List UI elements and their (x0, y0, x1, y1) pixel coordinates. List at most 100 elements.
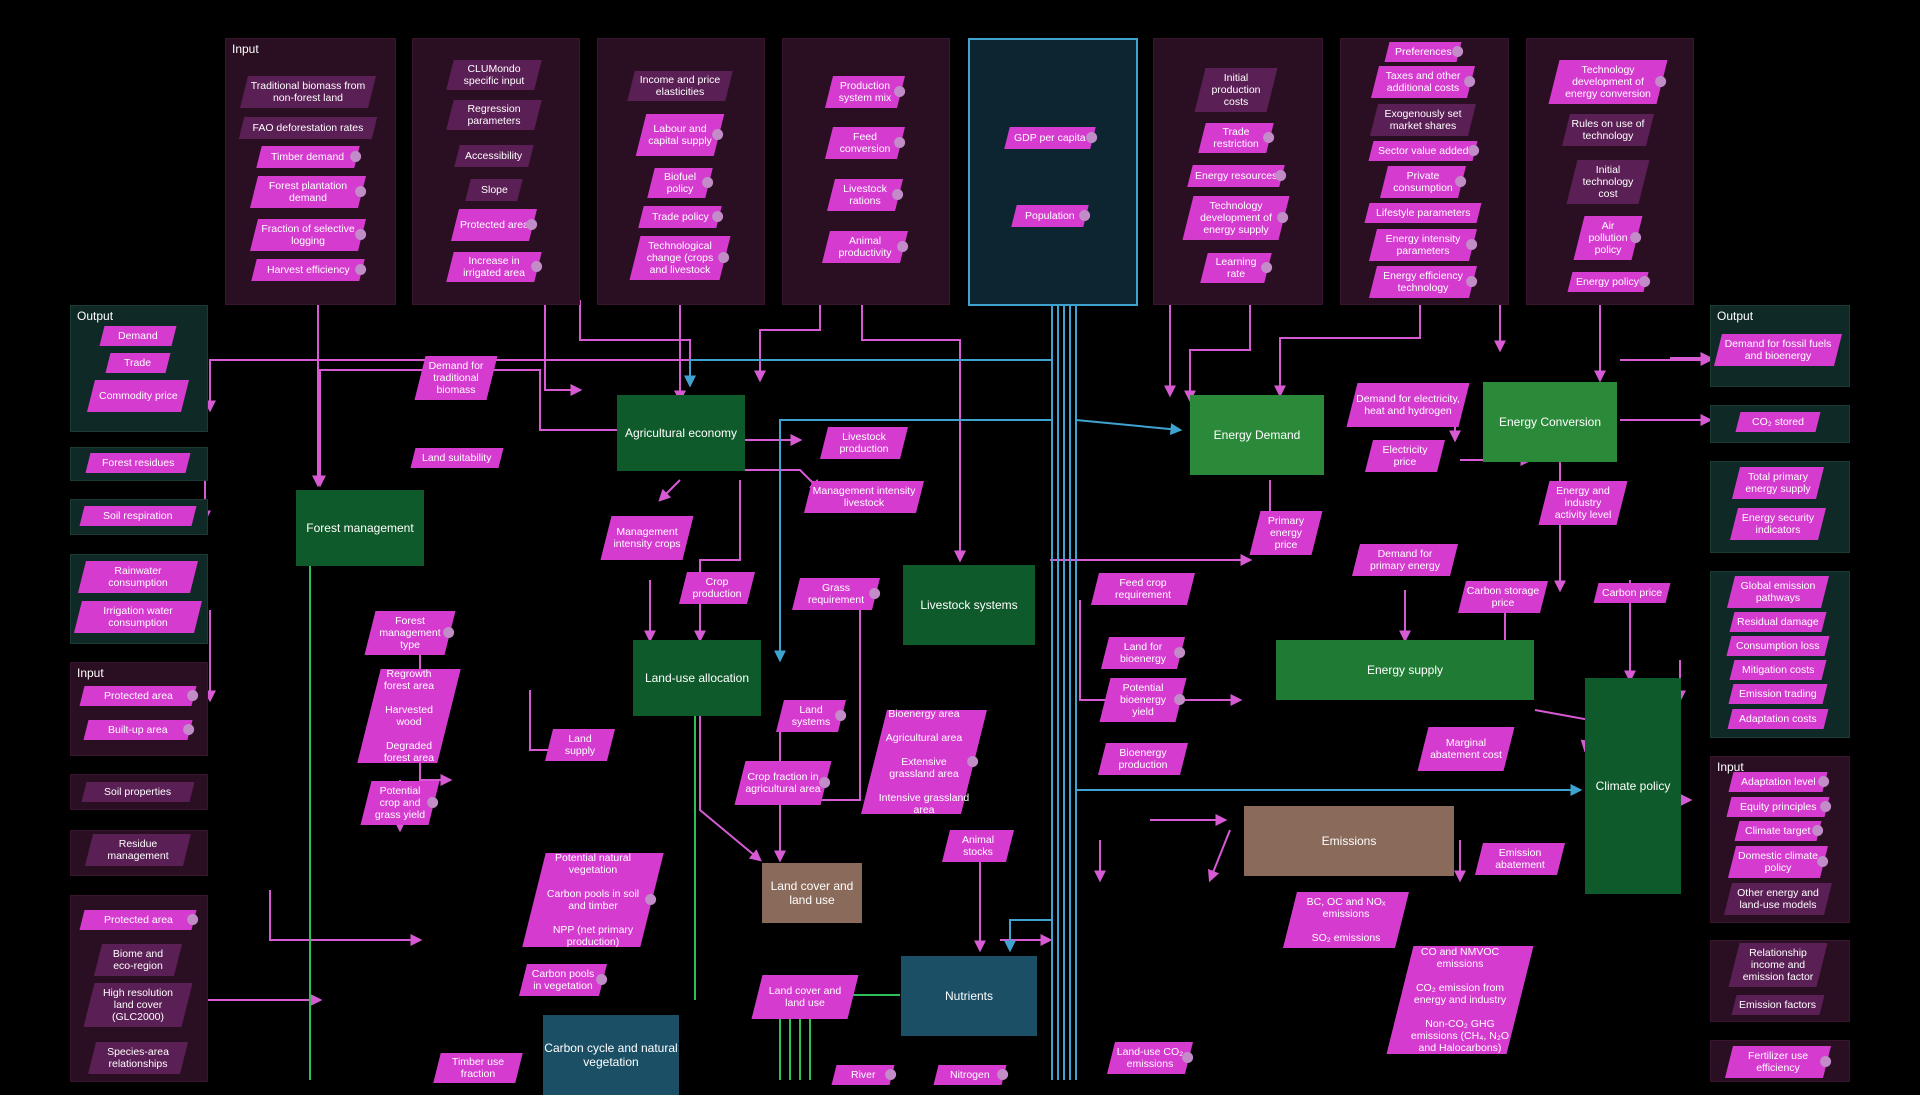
flow-crop-fraction: Crop fraction in agricultural area (734, 761, 832, 805)
input-fertilizer-efficiency: Fertilizer use efficiency (1725, 1046, 1832, 1078)
flow-land-supply: Land supply (545, 729, 615, 761)
flow-co2-energy-industry: CO₂ emission from energy and industry (1413, 982, 1507, 1006)
param-gdp-per-capita: GDP per capita (1004, 127, 1098, 149)
document-icon (1820, 801, 1832, 812)
output-panel-co2-stored (1710, 405, 1850, 443)
param-initial-tech-cost: Initial technology cost (1566, 160, 1650, 204)
building-icon (183, 724, 195, 735)
param-learning-rate: Learning rate (1200, 253, 1273, 283)
param-selective-logging: Fraction of selective logging (250, 219, 367, 251)
model-energy-supply: Energy supply (1276, 640, 1534, 700)
flow-potential-crop-yield: Potential crop and grass yield (360, 781, 440, 825)
input-protected-area-2: Protected area (79, 910, 199, 930)
flow-land-suitability: Land suitability (410, 448, 504, 468)
param-slope: Slope (465, 179, 523, 201)
document-icon (1817, 856, 1829, 867)
input-panel-protected: Input (70, 662, 208, 756)
input-other-models: Other energy and land-use models (1724, 883, 1832, 915)
coins-icon (1263, 132, 1275, 143)
flow-potential-bioenergy-yield: Potential bioenergy yield (1099, 678, 1187, 722)
param-timber-demand: Timber demand (256, 146, 362, 168)
model-energy-conversion: Energy Conversion (1483, 382, 1617, 462)
input-adaptation-level: Adaptation level (1728, 772, 1830, 792)
document-icon (187, 690, 199, 701)
flow-non-co2-ghg: Non-CO₂ GHG emissions (CH₄, N₂O and Halo… (1410, 1018, 1510, 1054)
param-accessibility: Accessibility (454, 145, 534, 167)
param-traditional-biomass: Traditional biomass from non-forest land (240, 76, 376, 108)
input-climate-target: Climate target (1734, 821, 1824, 841)
input-built-up-area: Built-up area (83, 720, 195, 740)
gear-icon (885, 1069, 897, 1080)
flow-management-crops: Management intensity crops (600, 516, 694, 560)
flow-management-livestock: Management intensity livestock (804, 481, 924, 513)
gear-icon (967, 756, 979, 767)
document-icon (526, 219, 538, 230)
flow-grass-requirement: Grass requirement (792, 578, 881, 610)
flow-carbon-pools-soil: Carbon pools in soil and timber (546, 888, 640, 912)
gear-icon (443, 627, 455, 638)
flow-demand-traditional-biomass: Demand for traditional biomass (414, 356, 498, 400)
panel-label-output-right: Output (1717, 309, 1754, 323)
output-trade: Trade (105, 353, 171, 373)
coins-icon (1086, 132, 1098, 143)
document-icon (1639, 276, 1651, 287)
output-demand: Demand (99, 326, 177, 346)
param-taxes: Taxes and other additional costs (1371, 66, 1476, 98)
gear-icon (894, 86, 906, 97)
param-rules-technology: Rules on use of technology (1562, 114, 1654, 146)
document-icon (187, 914, 199, 925)
param-regression: Regression parameters (446, 100, 542, 130)
gear-icon (1466, 276, 1478, 287)
gear-icon (355, 229, 367, 240)
flow-intensive-grassland: Intensive grassland area (878, 792, 970, 816)
gear-icon (835, 710, 847, 721)
input-panel-socioeconomic (968, 38, 1138, 306)
gear-icon (869, 588, 881, 599)
input-species-area: Species-area relationships (88, 1042, 188, 1074)
cube-icon (1275, 170, 1287, 181)
people-icon (1079, 210, 1091, 221)
flow-electricity-price: Electricity price (1365, 440, 1445, 472)
param-animal-productivity: Animal productivity (822, 231, 909, 263)
output-irrigation-water: Irrigation water consumption (74, 601, 202, 633)
param-trade-restriction: Trade restriction (1198, 123, 1275, 153)
coins-icon (712, 129, 724, 140)
model-emissions: Emissions (1244, 806, 1454, 876)
param-energy-efficiency: Energy efficiency technology (1369, 266, 1478, 298)
output-soil-respiration: Soil respiration (79, 506, 197, 526)
flow-energy-industry-activity: Energy and industry activity level (1538, 481, 1628, 525)
param-clumondo: CLUMondo specific input (446, 60, 542, 90)
input-soil-properties: Soil properties (81, 782, 195, 802)
flow-emission-abatement: Emission abatement (1475, 843, 1565, 875)
input-equity-principles: Equity principles (1726, 797, 1832, 817)
param-income-elasticities: Income and price elasticities (627, 71, 733, 101)
flow-carbon-price: Carbon price (1593, 583, 1671, 603)
param-feed-conversion: Feed conversion (825, 127, 906, 159)
flow-marginal-abatement: Marginal abatement cost (1417, 727, 1515, 771)
gear-icon (355, 264, 367, 275)
coins-icon (1455, 176, 1467, 187)
model-livestock-systems: Livestock systems (903, 565, 1035, 645)
gear-icon (596, 974, 608, 985)
panel-label-input-b: Input (77, 666, 104, 680)
flow-primary-energy-price: Primary energy price (1249, 511, 1323, 555)
model-energy-demand: Energy Demand (1190, 395, 1324, 475)
param-trade-policy: Trade policy (638, 206, 724, 228)
flow-bioenergy-area: Bioenergy area (888, 708, 960, 720)
flow-bioenergy-production: Bioenergy production (1098, 743, 1188, 775)
flow-harvested-wood: Harvested wood (385, 704, 433, 728)
flow-carbon-pools-vegetation: Carbon pools in vegetation (519, 964, 608, 996)
gear-icon (819, 777, 831, 788)
coins-icon (1468, 145, 1480, 156)
model-climate-policy: Climate policy (1585, 678, 1681, 894)
param-biofuel-policy: Biofuel policy (647, 168, 714, 198)
gear-icon (1261, 262, 1273, 273)
output-energy-security: Energy security indicators (1730, 508, 1826, 540)
flow-carbon-storage-price: Carbon storage price (1458, 581, 1548, 613)
param-energy-intensity: Energy intensity parameters (1369, 229, 1478, 261)
gear-icon (1174, 694, 1186, 705)
flow-land-systems: Land systems (776, 700, 847, 732)
input-residue-management: Residue management (85, 834, 191, 866)
flow-so2: SO₂ emissions (1311, 932, 1381, 944)
